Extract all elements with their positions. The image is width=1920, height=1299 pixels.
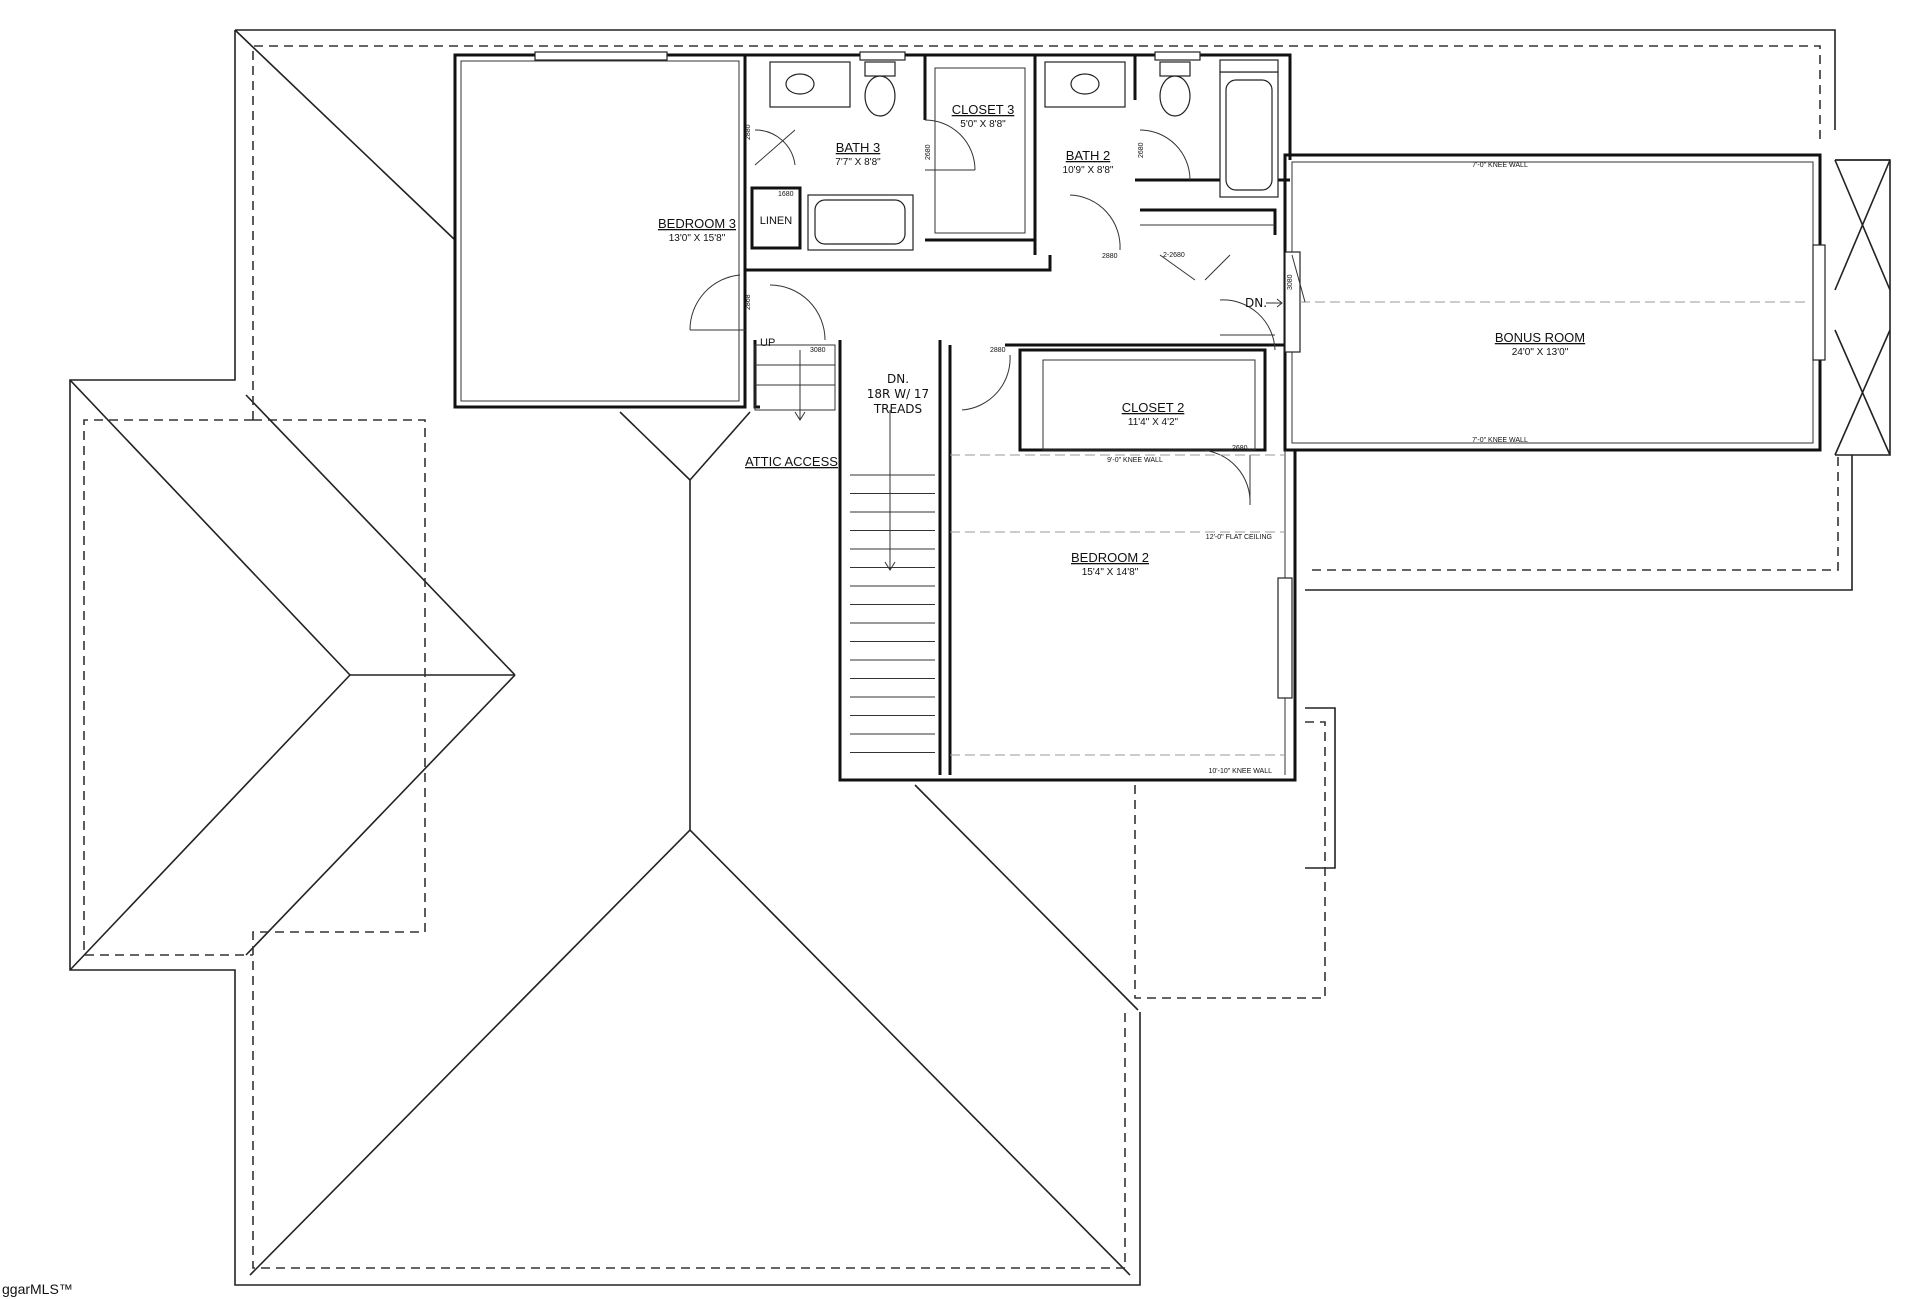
linen-label: LINEN <box>760 215 792 227</box>
knee-wall-note-top: 7'-0" KNEE WALL <box>1472 162 1528 169</box>
bonus-room-label: BONUS ROOM <box>1495 330 1585 345</box>
eave-dashed-lines <box>83 45 1839 1269</box>
bedroom2-label: BEDROOM 2 <box>1071 550 1149 565</box>
ceiling-lines <box>950 254 1810 756</box>
mls-watermark: ggarMLS™ <box>2 1281 73 1297</box>
door-label: 2868 <box>745 294 752 310</box>
fixtures <box>769 59 1279 251</box>
bonus-room-dims: 24'0" X 13'0" <box>1512 347 1569 358</box>
bedroom3-label: BEDROOM 3 <box>658 216 736 231</box>
flat-ceiling-note: 12'-0" FLAT CEILING <box>1206 534 1272 541</box>
door-label: 3080 <box>1287 274 1294 290</box>
bath3-dims: 7'7" X 8'8" <box>835 157 881 168</box>
door-label: 2880 <box>745 124 752 140</box>
bonus-dn-label: DN. <box>1245 296 1267 310</box>
door-label: 2880 <box>990 347 1006 354</box>
closet3-dims: 5'0" X 8'8" <box>960 119 1006 130</box>
knee-wall-note-10: 10'-10" KNEE WALL <box>1209 768 1273 775</box>
closet2-label: CLOSET 2 <box>1122 400 1185 415</box>
stair-note-line3: TREADS <box>873 402 922 416</box>
roof-outline <box>69 29 1891 1286</box>
door-swings <box>689 119 1276 506</box>
bath2-label: BATH 2 <box>1066 148 1111 163</box>
door-label: 3080 <box>810 347 826 354</box>
door-label: 2680 <box>1232 445 1248 452</box>
knee-wall-note-bottom: 7'-0" KNEE WALL <box>1472 437 1528 444</box>
attic-access-label: ATTIC ACCESS <box>745 454 838 469</box>
door-label: 2880 <box>1102 253 1118 260</box>
interior-walls <box>453 51 1826 782</box>
bedroom3-dims: 13'0" X 15'8" <box>669 233 726 244</box>
bedroom2-dims: 15'4" X 14'8" <box>1082 567 1139 578</box>
stair-note-line1: DN. <box>887 372 909 386</box>
door-label: 1680 <box>778 191 794 198</box>
bath2-dims: 10'9" X 8'8" <box>1063 165 1114 176</box>
door-label: 2-2680 <box>1163 252 1185 259</box>
closet2-dims: 11'4" X 4'2" <box>1128 417 1179 428</box>
stair-note-line2: 18R W/ 17 <box>867 387 929 401</box>
knee-wall-note-9: 9'-0" KNEE WALL <box>1107 457 1163 464</box>
door-label: 2680 <box>925 144 932 160</box>
closet3-label: CLOSET 3 <box>952 102 1015 117</box>
stair-up-label: UP <box>760 337 775 349</box>
bath3-label: BATH 3 <box>836 140 881 155</box>
door-label: 2680 <box>1138 142 1145 158</box>
staircase <box>754 344 935 753</box>
